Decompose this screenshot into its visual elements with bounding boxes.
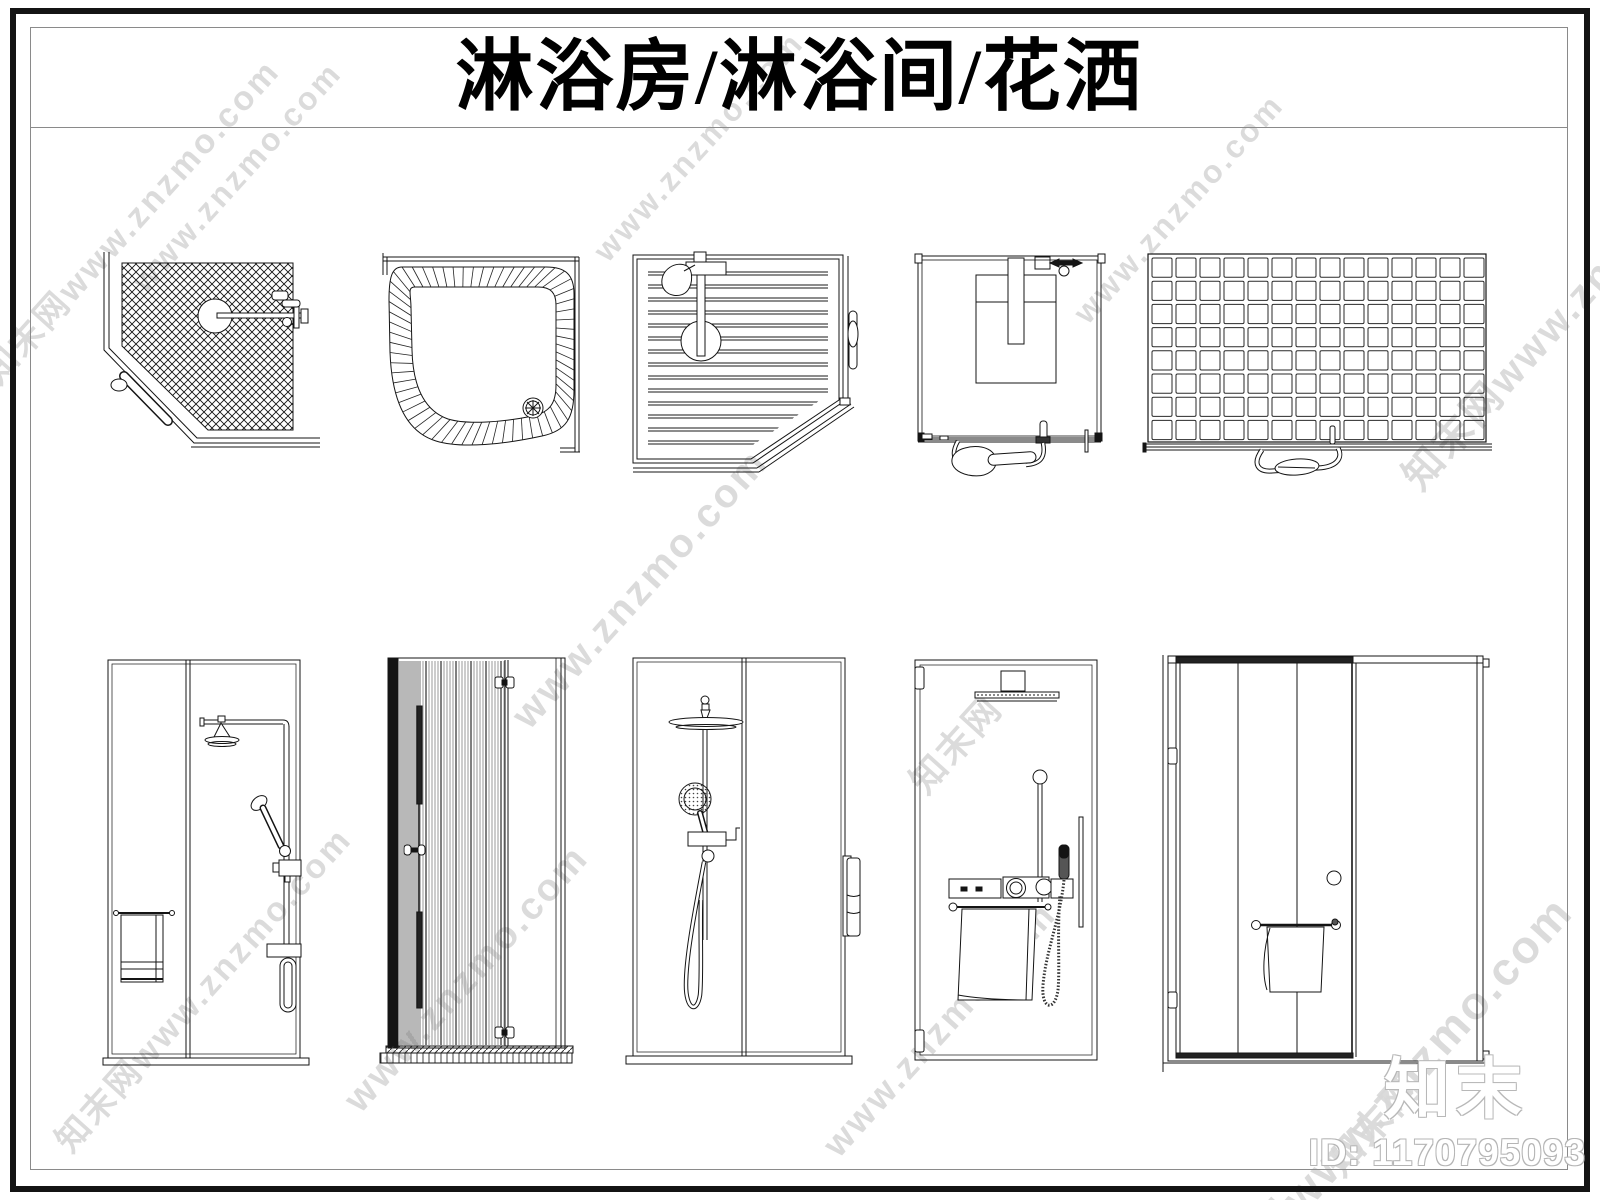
shower-column <box>668 695 744 1010</box>
door-hinge-icon <box>494 676 515 1039</box>
seat-plan <box>975 257 1057 384</box>
sheet-inner-border <box>30 27 1568 1170</box>
hand-shower-plan <box>951 420 1051 477</box>
towel <box>113 910 175 983</box>
towel <box>1251 920 1341 993</box>
quadrant-shower-tray-plan-drawing <box>382 253 580 453</box>
brand-logo: 知末 <box>1384 1052 1528 1126</box>
side-towel-handle <box>842 855 861 937</box>
towel <box>948 902 1052 1001</box>
corner-shower-tray-plan-drawing <box>103 252 320 448</box>
sheet-title: 淋浴房/淋浴间/花洒 <box>455 33 1143 120</box>
door-knob-icon <box>403 844 426 856</box>
fluted-shower-door-elevation-drawing <box>379 657 574 1064</box>
shower-column-plan <box>661 251 727 362</box>
square-shower-cabin-plan-drawing <box>914 253 1106 477</box>
pentagon-shower-plan-drawing <box>632 251 859 473</box>
tile-grid-panel-drawing <box>1142 253 1492 476</box>
rain-shower-set <box>199 715 302 1013</box>
sliding-shower-screen-elevation-drawing <box>1162 655 1490 1072</box>
shower-door-handle <box>110 371 173 426</box>
shower-arm-plan <box>197 290 309 334</box>
sheet-id-text: ID: 1170795093 <box>1308 1132 1586 1173</box>
valve-plan <box>1034 256 1084 277</box>
door-handle <box>847 310 859 370</box>
title-band: 淋浴房/淋浴间/花洒 <box>30 27 1568 128</box>
shower-elevation-rain-column-drawing <box>102 659 310 1066</box>
drain-icon <box>522 397 544 419</box>
hand-shower-with-hose <box>1041 844 1070 1007</box>
door-knob-icon <box>1326 870 1342 886</box>
hand-shower-icon <box>1254 425 1343 476</box>
mixer-panel <box>948 876 1074 899</box>
shower-elevation-mixer-panel-drawing <box>914 659 1098 1061</box>
ceiling-rain-shower <box>974 670 1060 702</box>
shower-elevation-hand-shower-drawing <box>625 657 861 1065</box>
